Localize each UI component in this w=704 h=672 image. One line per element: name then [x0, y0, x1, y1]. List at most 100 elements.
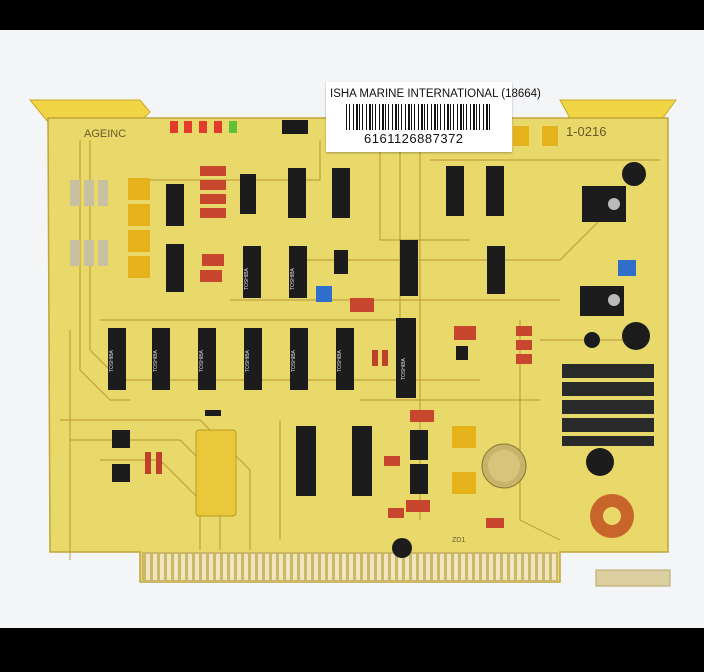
barcode-bar — [411, 104, 412, 130]
gold-finger — [314, 554, 318, 580]
barcode-bar — [366, 104, 367, 130]
gold-finger — [419, 554, 423, 580]
svg-text:TOSHIBA: TOSHIBA — [401, 357, 407, 380]
gold-finger — [440, 554, 444, 580]
gold-finger — [237, 554, 241, 580]
barcode-bar — [453, 104, 454, 130]
barcode-bar — [444, 104, 445, 130]
gold-finger — [293, 554, 297, 580]
gold-finger — [188, 554, 192, 580]
gold-finger — [321, 554, 325, 580]
gold-finger — [209, 554, 213, 580]
gold-finger — [482, 554, 486, 580]
gold-finger — [349, 554, 353, 580]
barcode-bar — [479, 104, 480, 130]
barcode-bar — [356, 104, 358, 130]
barcode-bar — [447, 104, 449, 130]
gold-finger — [216, 554, 220, 580]
barcode-bar — [369, 104, 371, 130]
gold-finger — [461, 554, 465, 580]
barcode-bar — [473, 104, 475, 130]
gold-finger — [545, 554, 549, 580]
gold-finger — [496, 554, 500, 580]
gold-finger — [517, 554, 521, 580]
gold-finger — [167, 554, 171, 580]
gold-finger — [146, 554, 150, 580]
ic-row-top — [166, 166, 504, 226]
barcode-bar — [463, 104, 464, 130]
svg-text:TOSHIBA: TOSHIBA — [245, 349, 251, 372]
barcode-bar — [450, 104, 451, 130]
gold-finger — [258, 554, 262, 580]
barcode-bar — [395, 104, 397, 130]
gold-finger — [433, 554, 437, 580]
left-ejector-tab — [28, 99, 151, 123]
left-resistor-bank — [70, 180, 108, 266]
gold-finger — [524, 554, 528, 580]
small-diodes — [145, 350, 388, 474]
metal-can-ic — [481, 443, 527, 489]
gold-finger — [475, 554, 479, 580]
gold-finger — [510, 554, 514, 580]
barcode-bar — [489, 104, 490, 130]
gold-finger — [398, 554, 402, 580]
photo-background: AGEINC 1-0216 ZD1 — [0, 30, 704, 628]
barcode-bar — [346, 104, 347, 130]
electrolytic-capacitors — [392, 162, 650, 558]
barcode-bar — [372, 104, 373, 130]
barcode-bar — [418, 104, 419, 130]
gold-finger — [503, 554, 507, 580]
barcode-bar — [424, 104, 425, 130]
gold-finger — [454, 554, 458, 580]
label-barcode-number: 6161126887372 — [364, 131, 464, 146]
gold-finger — [370, 554, 374, 580]
zd1-ref: ZD1 — [452, 537, 465, 544]
barcode-bar — [362, 104, 363, 130]
pcb-board: AGEINC 1-0216 ZD1 — [28, 99, 677, 587]
gold-finger — [279, 554, 283, 580]
gold-finger — [230, 554, 234, 580]
heatsink — [562, 364, 654, 446]
gold-finger — [153, 554, 157, 580]
barcode-bar — [427, 104, 428, 130]
barcode-bar — [470, 104, 471, 130]
barcode-bar — [483, 104, 484, 130]
barcode-bar — [460, 104, 462, 130]
chip-markings: TOSHIBA TOSHIBA TOSHIBA TOSHIBA TOSHIBA … — [109, 267, 407, 380]
jumper-block-1 — [282, 120, 308, 134]
gold-finger — [468, 554, 472, 580]
status-leds — [170, 121, 237, 133]
gold-finger — [223, 554, 227, 580]
barcode-bar — [359, 104, 360, 130]
gold-finger — [342, 554, 346, 580]
maker-mark: AGEINC — [84, 128, 126, 140]
label-company: ISHA MARINE INTERNATIONAL (18664) — [330, 88, 541, 100]
ic-row-memory — [108, 318, 416, 398]
svg-text:TOSHIBA: TOSHIBA — [290, 267, 296, 290]
gold-finger — [405, 554, 409, 580]
toroid-inductor — [590, 494, 634, 538]
gold-finger — [174, 554, 178, 580]
transistor — [456, 346, 468, 360]
svg-text:TOSHIBA: TOSHIBA — [244, 267, 250, 290]
gold-finger — [202, 554, 206, 580]
barcode-bar — [405, 104, 406, 130]
gold-finger — [356, 554, 360, 580]
trimmer-pot-4 — [316, 286, 332, 302]
gold-finger — [538, 554, 542, 580]
yellow-trimmer-caps — [452, 426, 476, 494]
gold-finger — [272, 554, 276, 580]
gold-finger — [489, 554, 493, 580]
loose-connector-piece — [595, 569, 671, 587]
gold-finger — [300, 554, 304, 580]
part-number: 1-0216 — [566, 124, 606, 139]
gold-finger — [384, 554, 388, 580]
gold-finger — [531, 554, 535, 580]
svg-text:TOSHIBA: TOSHIBA — [199, 349, 205, 372]
yellow-capacitor-column — [128, 178, 150, 278]
gold-finger — [307, 554, 311, 580]
barcode-bar — [392, 104, 393, 130]
barcode-bar — [388, 104, 389, 130]
gold-finger — [377, 554, 381, 580]
gold-finger — [447, 554, 451, 580]
